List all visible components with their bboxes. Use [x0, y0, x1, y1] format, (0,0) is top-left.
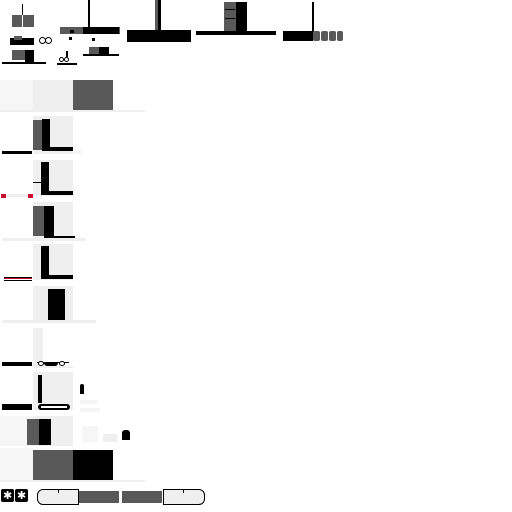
goggles-wall-tile: [0, 372, 82, 414]
tall-pole-sprite: [126, 0, 192, 44]
l-wall-shaded-tile: [0, 202, 88, 242]
l-wall-with-rail-tile: [0, 160, 82, 200]
star-button-tile[interactable]: ✱ ✱: [0, 489, 30, 503]
block-on-bar-sprite: [194, 0, 278, 40]
gray-block-pair-tile: [0, 416, 82, 448]
pole-platform-sprite: [55, 0, 125, 66]
rounded-bar-tile[interactable]: [36, 489, 206, 505]
dark-door-tile: [0, 286, 98, 326]
goggles-ground-tile: [0, 328, 82, 370]
l-wall-red-stripe-tile: [0, 244, 82, 284]
star-icon: ✱: [3, 489, 13, 502]
robot-head-sprite: [0, 0, 55, 66]
l-wall-tile: [0, 116, 82, 156]
star-icon: ✱: [17, 489, 27, 502]
black-gray-block-tile: [0, 448, 145, 484]
antenna-block-sprite: [282, 0, 346, 44]
small-figure-tile: [76, 380, 136, 444]
double-square-tile: [0, 80, 145, 112]
